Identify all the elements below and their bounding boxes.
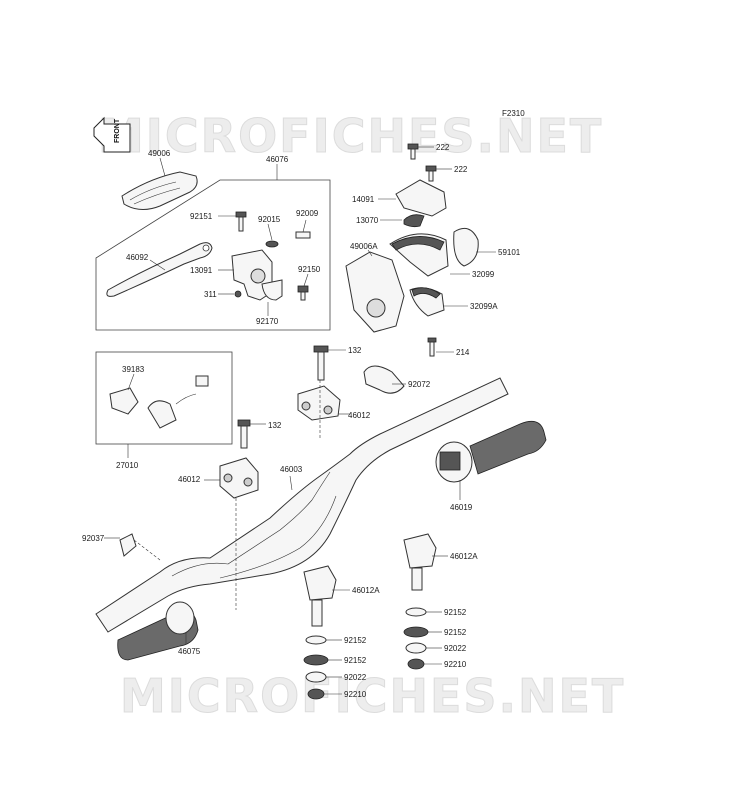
screw-214	[427, 337, 437, 357]
figure-code: F2310	[502, 109, 525, 118]
label-14091: 14091	[352, 195, 375, 204]
washer-92015	[265, 240, 279, 248]
washer-92022-right	[405, 642, 427, 654]
label-132-b: 132	[268, 421, 282, 430]
lever-assembly-box	[95, 179, 331, 331]
label-92009: 92009	[296, 209, 319, 218]
label-311: 311	[204, 290, 217, 299]
holder-46012-lower	[219, 457, 259, 499]
housing-49006A	[345, 251, 405, 333]
label-214: 214	[456, 348, 470, 357]
switch-assembly-box	[95, 351, 233, 445]
label-46076: 46076	[266, 155, 289, 164]
grip-46019	[435, 420, 547, 483]
label-32099: 32099	[472, 270, 495, 279]
label-49006A: 49006A	[350, 242, 378, 251]
label-92151: 92151	[190, 212, 213, 221]
nut-92210-right	[407, 658, 425, 670]
label-92015: 92015	[258, 215, 281, 224]
front-label: FRONT	[114, 118, 121, 143]
cover-14091	[395, 179, 447, 217]
bolt-92150	[297, 285, 309, 301]
washer-92022-left	[305, 671, 327, 683]
label-92022-a: 92022	[344, 673, 367, 682]
nut-311	[234, 290, 242, 298]
screw-222-upper	[407, 143, 419, 160]
label-46012-b: 46012	[178, 475, 201, 484]
lever-cover-49006	[121, 171, 198, 210]
band-92072	[363, 365, 405, 394]
grip-46075	[117, 601, 199, 661]
nut-92210-left	[307, 688, 325, 700]
label-46012-a: 46012	[348, 411, 371, 420]
switch-39183	[109, 387, 139, 415]
label-92152-c: 92152	[444, 608, 467, 617]
bolt-132-upper	[313, 345, 329, 381]
label-59101: 59101	[498, 248, 521, 257]
label-39183: 39183	[122, 365, 145, 374]
label-49006: 49006	[148, 149, 171, 158]
bolt-132-lower	[237, 419, 251, 449]
bolt-92009	[295, 231, 311, 239]
label-92022-b: 92022	[444, 644, 467, 653]
lever-46092	[106, 242, 213, 297]
label-92152-b: 92152	[344, 656, 367, 665]
label-46003: 46003	[280, 465, 303, 474]
label-92152-d: 92152	[444, 628, 467, 637]
switch-body	[147, 375, 209, 429]
label-92152-a: 92152	[344, 636, 367, 645]
lever-holder-13091	[231, 249, 273, 301]
washer-92152-left-2	[303, 654, 329, 666]
label-92170: 92170	[256, 317, 279, 326]
washer-92152-right-2	[403, 626, 429, 638]
label-92210-a: 92210	[344, 690, 367, 699]
label-13070: 13070	[356, 216, 379, 225]
cable-59101	[453, 227, 479, 267]
label-222-b: 222	[454, 165, 468, 174]
label-92150: 92150	[298, 265, 321, 274]
screw-222-lower	[425, 165, 437, 182]
label-132-a: 132	[348, 346, 362, 355]
label-46019: 46019	[450, 503, 473, 512]
handlebar-46003	[95, 377, 509, 633]
bolt-92151	[235, 211, 247, 232]
label-46012A-a: 46012A	[352, 586, 380, 595]
label-92037: 92037	[82, 534, 105, 543]
label-46012A-b: 46012A	[450, 552, 478, 561]
clip-92037	[119, 533, 137, 557]
label-222-a: 222	[436, 143, 450, 152]
label-32099A: 32099A	[470, 302, 498, 311]
label-46092: 46092	[126, 253, 149, 262]
label-27010: 27010	[116, 461, 139, 470]
washer-92152-left-1	[305, 635, 327, 645]
label-92072: 92072	[408, 380, 431, 389]
label-46075: 46075	[178, 647, 201, 656]
watermark-top: MICROFICHES.NET	[98, 109, 603, 163]
clamp-92170	[261, 279, 283, 301]
label-13091: 13091	[190, 266, 213, 275]
riser-46012A-right	[403, 533, 437, 591]
watermark-bottom: MICROFICHES.NET	[120, 669, 625, 723]
guide-13070	[403, 214, 425, 228]
washer-92152-right-1	[405, 607, 427, 617]
riser-46012A-left	[303, 565, 337, 627]
front-arrow-icon: FRONT	[93, 116, 131, 153]
label-92210-b: 92210	[444, 660, 467, 669]
